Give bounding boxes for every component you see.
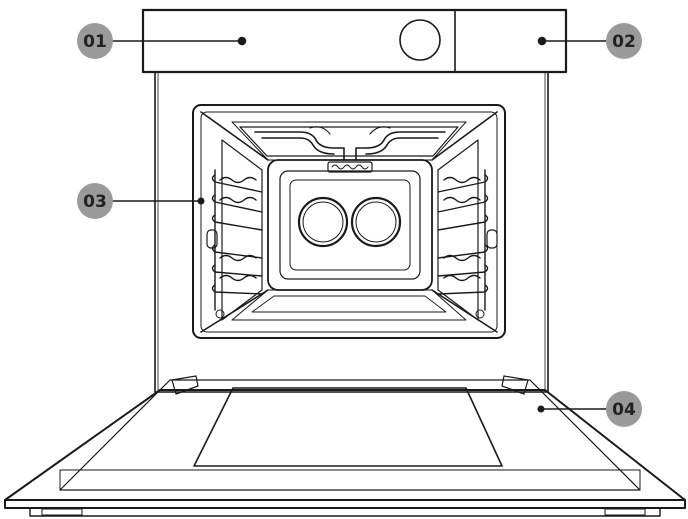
side-shelf-rails-right xyxy=(437,139,498,321)
callout-label-04: 04 xyxy=(612,400,636,420)
top-heating-element xyxy=(239,126,459,173)
callout-badge-01: 01 xyxy=(77,23,113,59)
callout-badge-02: 02 xyxy=(606,23,642,59)
callout-leaders xyxy=(111,40,609,410)
callout-badge-03: 03 xyxy=(77,183,113,219)
callout-badge-04: 04 xyxy=(606,391,642,427)
side-shelf-rails-left xyxy=(197,139,263,321)
callout-label-01: 01 xyxy=(83,32,107,52)
oven-door xyxy=(4,375,686,517)
control-knob xyxy=(399,19,441,61)
callout-label-02: 02 xyxy=(612,32,636,52)
oven-cavity xyxy=(192,104,506,339)
rear-fans xyxy=(297,196,402,248)
oven-body xyxy=(154,71,549,393)
callout-label-03: 03 xyxy=(83,192,107,212)
